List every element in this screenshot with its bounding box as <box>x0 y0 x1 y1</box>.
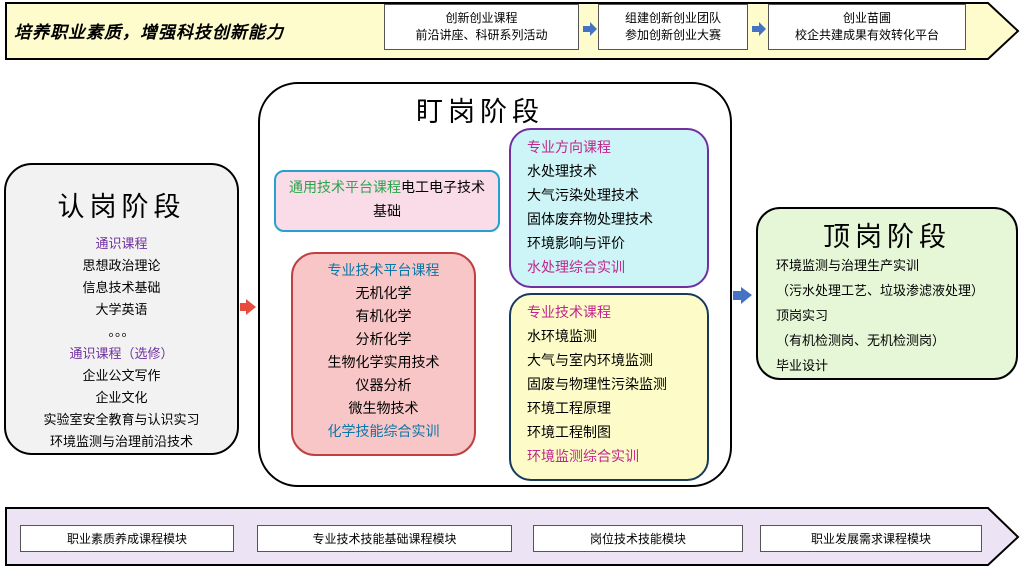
slogan-text: 培养职业素质，增强科技创新能力 <box>14 23 284 43</box>
course-item: 环境工程原理 <box>527 401 611 417</box>
stage-title: 盯岗阶段 <box>416 97 544 128</box>
course-item: 企业公文写作 <box>82 369 161 384</box>
course-item: 固废与物理性污染监测 <box>527 377 667 393</box>
course-item: 企业文化 <box>95 391 148 406</box>
tech-course-box: 专业技术课程 水环境监测 大气与室内环境监测 固废与物理性污染监测 环境工程原理… <box>509 293 709 481</box>
top-box-line1: 创新创业课程 <box>445 11 518 25</box>
stage-recognition: 认岗阶段 通识课程 思想政治理论 信息技术基础 大学英语 。。。 通识课程（选修… <box>4 163 239 455</box>
top-box-line1: 创业苗圃 <box>842 11 891 25</box>
course-item: 仪器分析 <box>355 378 412 394</box>
stage-title: 认岗阶段 <box>57 192 186 223</box>
direction-heading: 专业方向课程 <box>527 140 611 156</box>
stage-internship: 顶岗阶段 环境监测与治理生产实训 （污水处理工艺、垃圾渗滤液处理） 顶岗实习 （… <box>756 207 1018 380</box>
course-item: 水环境监测 <box>527 329 597 345</box>
stage-title: 顶岗阶段 <box>823 222 951 253</box>
stage3-item: 毕业设计 <box>776 359 829 374</box>
general-platform-box: 通用技术平台课程电工电子技术基础 <box>274 170 500 232</box>
top-box-line2: 参加创新创业大赛 <box>624 28 721 42</box>
stage1-to-stage2-arrow <box>240 299 256 315</box>
course-item: 信息技术基础 <box>82 281 161 296</box>
platform-training: 化学技能综合实训 <box>327 424 440 440</box>
course-item: 大气与室内环境监测 <box>527 353 653 369</box>
course-item: 固体废弃物处理技术 <box>527 212 653 228</box>
course-item: 环境工程制图 <box>527 425 611 441</box>
course-item: 思想政治理论 <box>82 259 161 274</box>
top-box-startup-nursery: 创业苗圃 校企共建成果有效转化平台 <box>768 4 966 50</box>
top-box-line2: 校企共建成果有效转化平台 <box>794 28 939 42</box>
general-platform-heading: 通用技术平台课程 <box>289 180 401 196</box>
top-arrow-2 <box>752 21 766 40</box>
direction-course-box: 专业方向课程 水处理技术 大气污染处理技术 固体废弃物处理技术 环境影响与评价 … <box>509 128 709 288</box>
course-item: 水处理技术 <box>527 164 597 180</box>
course-item: 有机化学 <box>355 309 412 325</box>
tech-heading: 专业技术课程 <box>527 305 611 321</box>
elective-course-heading: 通识课程（选修） <box>69 347 174 362</box>
module-professional-quality: 职业素质养成课程模块 <box>20 525 234 552</box>
tech-training: 环境监测综合实训 <box>527 449 639 465</box>
course-item: 大气污染处理技术 <box>527 188 639 204</box>
course-item: 生物化学实用技术 <box>327 355 440 371</box>
general-platform-text: 电工电子技术基础 <box>373 180 485 220</box>
module-career-development: 职业发展需求课程模块 <box>760 525 982 552</box>
platform-course-box: 专业技术平台课程 无机化学 有机化学 分析化学 生物化学实用技术 仪器分析 微生… <box>291 252 476 456</box>
top-box-innovation-team: 组建创新创业团队 参加创新创业大赛 <box>598 4 748 50</box>
platform-heading: 专业技术平台课程 <box>327 263 440 279</box>
course-item: 分析化学 <box>355 332 412 348</box>
general-course-heading: 通识课程 <box>95 237 148 252</box>
top-arrow-1 <box>583 21 597 40</box>
stage3-item: （有机检测岗、无机检测岗） <box>776 334 946 349</box>
top-box-line2: 前沿讲座、科研系列活动 <box>415 28 548 42</box>
course-item: 环境影响与评价 <box>527 236 625 252</box>
stage3-item: 环境监测与治理生产实训 <box>776 259 920 274</box>
course-item: 实验室安全教育与认识实习 <box>43 413 200 428</box>
stage3-item: （污水处理工艺、垃圾渗滤液处理） <box>776 284 985 299</box>
module-technical-foundation: 专业技术技能基础课程模块 <box>257 525 512 552</box>
course-item: 无机化学 <box>355 286 412 302</box>
course-item: 微生物技术 <box>348 401 419 417</box>
stage3-item-list: 环境监测与治理生产实训 （污水处理工艺、垃圾渗滤液处理） 顶岗实习 （有机检测岗… <box>758 254 1016 379</box>
ellipsis: 。。。 <box>108 325 135 340</box>
top-box-innovation-courses: 创新创业课程 前沿讲座、科研系列活动 <box>384 4 579 50</box>
stage2-to-stage3-arrow <box>733 287 752 304</box>
direction-training: 水处理综合实训 <box>527 260 625 276</box>
course-item: 环境监测与治理前沿技术 <box>49 435 193 450</box>
stage3-item: 顶岗实习 <box>776 309 829 324</box>
top-box-line1: 组建创新创业团队 <box>624 11 721 25</box>
course-item: 大学英语 <box>95 303 148 318</box>
module-position-skills: 岗位技术技能模块 <box>533 525 743 552</box>
stage1-course-list: 通识课程 思想政治理论 信息技术基础 大学英语 。。。 通识课程（选修） 企业公… <box>6 234 237 454</box>
